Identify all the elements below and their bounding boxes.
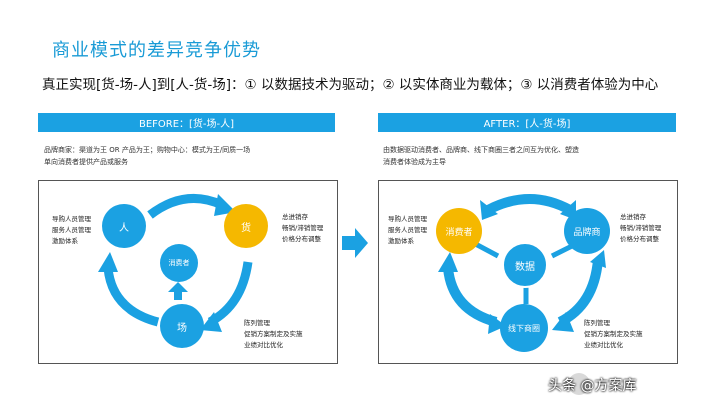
after-note-bottom-3: 业绩对比优化 bbox=[584, 341, 623, 349]
after-arrow-left-head-bottom bbox=[488, 314, 506, 334]
after-note-left: 导购人员管理 服务人员管理 激励体系 bbox=[388, 214, 427, 247]
after-node-data: 数据 bbox=[502, 242, 548, 288]
after-note-left-2: 服务人员管理 bbox=[388, 226, 427, 234]
watermark-logo bbox=[568, 373, 590, 395]
before-note-left-1: 导购人员管理 bbox=[52, 215, 91, 223]
after-arrow-top-head-left bbox=[480, 200, 498, 220]
page-subtitle: 真正实现[货-场-人]到[人-货-场]：① 以数据技术为驱动；② 以实体商业为载… bbox=[42, 77, 659, 93]
after-arrow-right-head-bottom bbox=[552, 312, 574, 332]
after-desc-line-1: 由数据驱动消费者、品牌商、线下商圈三者之间互为优化、塑造 bbox=[383, 146, 579, 154]
after-note-bottom: 陈列管理 促销方案制定及实施 业绩对比优化 bbox=[584, 318, 643, 351]
before-note-right-1: 总进销存 bbox=[282, 213, 308, 221]
after-desc-line-2: 消费者体验成为主导 bbox=[383, 158, 446, 166]
before-arrow-left bbox=[103, 267, 160, 327]
after-node-brand: 品牌商 bbox=[564, 208, 610, 254]
before-band: BEFORE：[货-场-人] bbox=[38, 113, 335, 132]
before-desc-line-2: 单向消费者提供产品或服务 bbox=[44, 158, 128, 166]
after-note-left-1: 导购人员管理 bbox=[388, 215, 427, 223]
before-note-bottom-3: 业绩对比优化 bbox=[244, 341, 283, 349]
before-arrow-top bbox=[147, 194, 224, 219]
before-note-left: 导购人员管理 服务人员管理 激励体系 bbox=[52, 214, 91, 247]
before-note-bottom-2: 促销方案制定及实施 bbox=[244, 330, 303, 338]
before-arrow-left-head bbox=[98, 252, 118, 272]
before-note-right-2: 畅销/滞销管理 bbox=[282, 224, 324, 232]
after-node-consumer: 消费者 bbox=[436, 208, 482, 254]
after-arrow-left-head-top bbox=[438, 252, 458, 272]
before-note-right-3: 价格分布调整 bbox=[282, 235, 321, 243]
transition-arrow bbox=[342, 228, 368, 258]
after-note-right-2: 畅销/滞销管理 bbox=[620, 224, 662, 232]
after-note-bottom-1: 陈列管理 bbox=[584, 319, 610, 327]
after-node-offline: 线下商圈 bbox=[500, 304, 548, 352]
before-node-consumer: 消费者 bbox=[160, 244, 198, 282]
after-arrow-top bbox=[485, 194, 573, 215]
after-arrow-left bbox=[443, 267, 498, 327]
before-desc-line-1: 品牌商家：渠道为王 OR 产品为王；购物中心：模式为王/同质一场 bbox=[44, 146, 251, 154]
after-description: 由数据驱动消费者、品牌商、线下商圈三者之间互为优化、塑造 消费者体验成为主导 bbox=[383, 144, 683, 168]
before-note-bottom-1: 陈列管理 bbox=[244, 319, 270, 327]
after-note-right: 总进销存 畅销/滞销管理 价格分布调整 bbox=[620, 212, 661, 245]
after-note-bottom-2: 促销方案制定及实施 bbox=[584, 330, 643, 338]
before-note-left-2: 服务人员管理 bbox=[52, 226, 91, 234]
before-description: 品牌商家：渠道为王 OR 产品为王；购物中心：模式为王/同质一场 单向消费者提供… bbox=[44, 144, 344, 168]
after-note-left-3: 激励体系 bbox=[388, 237, 414, 245]
before-arrow-right bbox=[207, 261, 253, 326]
watermark-text: 头条 @方案库 bbox=[548, 378, 637, 394]
before-node-goods: 货 bbox=[224, 204, 268, 248]
page-title: 商业模式的差异竞争优势 bbox=[52, 40, 261, 61]
before-arrow-up bbox=[168, 282, 188, 300]
after-band: AFTER：[人-货-场] bbox=[378, 113, 676, 132]
before-note-right: 总进销存 畅销/滞销管理 价格分布调整 bbox=[282, 212, 323, 245]
before-node-place: 场 bbox=[160, 304, 204, 348]
before-note-left-3: 激励体系 bbox=[52, 237, 78, 245]
before-arrow-right-head bbox=[200, 312, 222, 332]
before-note-bottom: 陈列管理 促销方案制定及实施 业绩对比优化 bbox=[244, 318, 303, 351]
before-node-person: 人 bbox=[102, 204, 146, 248]
after-note-right-1: 总进销存 bbox=[620, 213, 646, 221]
after-note-right-3: 价格分布调整 bbox=[620, 235, 659, 243]
after-arrow-right-head-top bbox=[590, 250, 606, 268]
